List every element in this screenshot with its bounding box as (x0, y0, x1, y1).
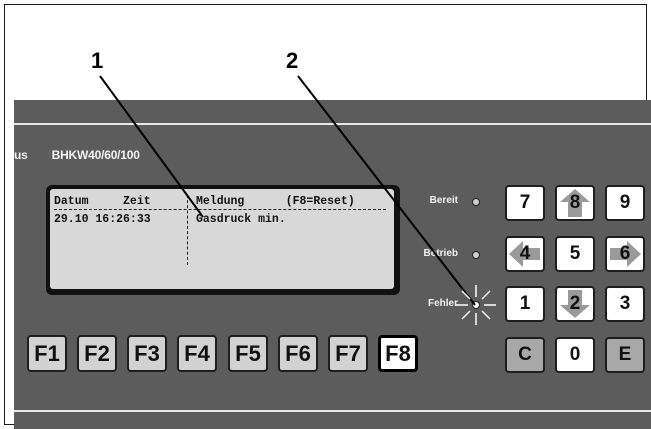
led-label-bereit: Bereit (429, 195, 458, 206)
arrow-right-icon (610, 241, 641, 267)
callout-1: 1 (91, 48, 104, 73)
fehler-led-icon (472, 301, 480, 309)
key-3[interactable]: 3 (605, 286, 645, 322)
key-clear[interactable]: C (505, 337, 545, 373)
key-5[interactable]: 5 (555, 236, 595, 272)
key-enter[interactable]: E (605, 337, 645, 373)
lcd-header-message: Meldung (F8=Reset) (196, 195, 355, 208)
f6-key[interactable]: F6 (278, 335, 318, 372)
f1-key[interactable]: F1 (27, 335, 67, 372)
lcd-column-divider (187, 195, 188, 265)
brand-prefix: us (14, 148, 28, 162)
key-6-label: 6 (619, 243, 631, 264)
key-6-right[interactable]: 6 (605, 236, 645, 272)
key-8-up[interactable]: 8 (555, 185, 595, 221)
lcd-row-datetime: 29.10 16:26:33 (54, 213, 151, 226)
key-c-label: C (518, 344, 532, 365)
key-8-label: 8 (569, 192, 581, 213)
brand-label: us BHKW40/60/100 (14, 146, 140, 164)
key-9[interactable]: 9 (605, 185, 645, 221)
f5-key[interactable]: F5 (228, 335, 268, 372)
lcd-row-message: Gasdruck min. (196, 213, 286, 226)
arrow-left-icon (509, 241, 540, 267)
f4-key[interactable]: F4 (177, 335, 217, 372)
key-2-label: 2 (569, 293, 581, 314)
key-7-label: 7 (519, 192, 531, 213)
key-4-label: 4 (519, 243, 531, 264)
panel-top-stripe (14, 123, 651, 125)
f2-key[interactable]: F2 (77, 335, 117, 372)
key-e-label: E (618, 344, 632, 365)
key-1[interactable]: 1 (505, 286, 545, 322)
key-7[interactable]: 7 (505, 185, 545, 221)
f7-key[interactable]: F7 (328, 335, 368, 372)
model-name: BHKW40/60/100 (51, 148, 140, 162)
key-0[interactable]: 0 (555, 337, 595, 373)
lcd-display: Datum Zeit Meldung (F8=Reset) 29.10 16:2… (46, 185, 400, 295)
key-2-down[interactable]: 2 (555, 286, 595, 322)
lcd-screen: Datum Zeit Meldung (F8=Reset) 29.10 16:2… (50, 189, 394, 289)
arrow-down-icon (560, 290, 590, 318)
lcd-separator (54, 209, 386, 210)
bereit-led-icon (472, 198, 480, 206)
lcd-header-datetime: Datum Zeit (54, 195, 151, 208)
key-0-label: 0 (569, 344, 581, 365)
key-9-label: 9 (619, 192, 631, 213)
key-1-label: 1 (519, 293, 531, 314)
led-label-betrieb: Betrieb (423, 248, 458, 259)
callout-2: 2 (286, 48, 299, 73)
arrow-up-icon (560, 189, 590, 217)
panel-bottom-stripe (14, 410, 651, 412)
led-label-fehler: Fehler (427, 298, 458, 309)
betrieb-led-icon (472, 251, 480, 259)
f3-key[interactable]: F3 (127, 335, 167, 372)
key-3-label: 3 (619, 293, 631, 314)
f8-key[interactable]: F8 (378, 335, 418, 372)
key-5-label: 5 (569, 243, 581, 264)
key-4-left[interactable]: 4 (505, 236, 545, 272)
